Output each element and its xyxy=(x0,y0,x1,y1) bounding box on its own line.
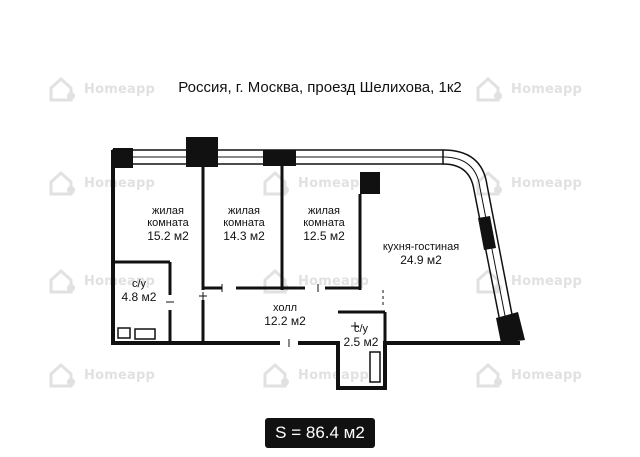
watermark: Homeapp xyxy=(48,362,155,388)
room-area: 15.2 м2 xyxy=(147,229,189,243)
pier xyxy=(478,216,496,250)
curved-window-mid xyxy=(442,156,509,332)
room-name: с/у xyxy=(131,278,147,290)
room-area: 4.8 м2 xyxy=(121,290,157,304)
watermark-text: Homeapp xyxy=(511,81,582,97)
room-bathroom-1: с/у 4.8 м2 xyxy=(113,278,165,303)
watermark: Homeapp xyxy=(475,170,582,196)
room-name: с/у xyxy=(353,323,369,335)
pier xyxy=(263,150,296,166)
pier xyxy=(496,312,525,343)
room-name: жилая комната xyxy=(147,205,189,229)
pier xyxy=(113,148,133,168)
room-area: 24.9 м2 xyxy=(400,253,442,267)
total-area-badge: S = 86.4 м2 xyxy=(265,418,375,448)
watermark-text: Homeapp xyxy=(84,367,155,383)
sink-icon xyxy=(134,328,156,340)
pier xyxy=(186,137,218,167)
watermark-text: Homeapp xyxy=(298,273,369,289)
room-area: 12.5 м2 xyxy=(303,229,345,243)
watermark-text: Homeapp xyxy=(84,175,155,191)
curved-window-outer xyxy=(442,149,516,331)
watermark-text: Homeapp xyxy=(84,273,155,289)
plan-title: Россия, г. Москва, проезд Шелихова, 1к2 xyxy=(178,79,462,96)
room-hall: холл 12.2 м2 xyxy=(240,302,330,327)
room-bathroom-2: с/у 2.5 м2 xyxy=(338,323,384,348)
room-area: 14.3 м2 xyxy=(223,229,265,243)
house-logo-icon xyxy=(263,362,289,388)
watermark-text: Homeapp xyxy=(511,273,582,289)
shower-icon xyxy=(369,351,381,383)
house-logo-icon xyxy=(476,362,502,388)
watermark-text: Homeapp xyxy=(298,175,369,191)
house-logo-icon xyxy=(49,362,75,388)
watermark: Homeapp xyxy=(262,362,369,388)
watermark: Homeapp xyxy=(48,268,155,294)
curved-window-inner xyxy=(442,163,503,333)
house-logo-icon xyxy=(49,76,75,102)
watermark-text: Homeapp xyxy=(84,81,155,97)
room-name: жилая комната xyxy=(223,205,265,229)
toilet-icon xyxy=(117,327,131,339)
house-logo-icon xyxy=(476,76,502,102)
watermark: Homeapp xyxy=(48,170,155,196)
room-bedroom-1: жилая комната 15.2 м2 xyxy=(133,205,203,242)
house-logo-icon xyxy=(476,170,502,196)
house-logo-icon xyxy=(49,170,75,196)
watermark-text: Homeapp xyxy=(511,367,582,383)
room-name: жилая комната xyxy=(303,205,345,229)
watermark: Homeapp xyxy=(48,76,155,102)
room-kitchen: кухня-гостиная 24.9 м2 xyxy=(367,241,475,266)
watermark: Homeapp xyxy=(475,362,582,388)
watermark-text: Homeapp xyxy=(511,175,582,191)
room-area: 2.5 м2 xyxy=(343,335,379,349)
house-logo-icon xyxy=(49,268,75,294)
room-bedroom-3: жилая комната 12.5 м2 xyxy=(286,205,362,242)
room-bedroom-2: жилая комната 14.3 м2 xyxy=(206,205,282,242)
pier xyxy=(360,172,380,194)
watermark-text: Homeapp xyxy=(298,367,369,383)
watermark: Homeapp xyxy=(475,76,582,102)
room-area: 12.2 м2 xyxy=(264,314,306,328)
room-name: кухня-гостиная xyxy=(382,241,460,253)
room-name: холл xyxy=(272,302,298,314)
